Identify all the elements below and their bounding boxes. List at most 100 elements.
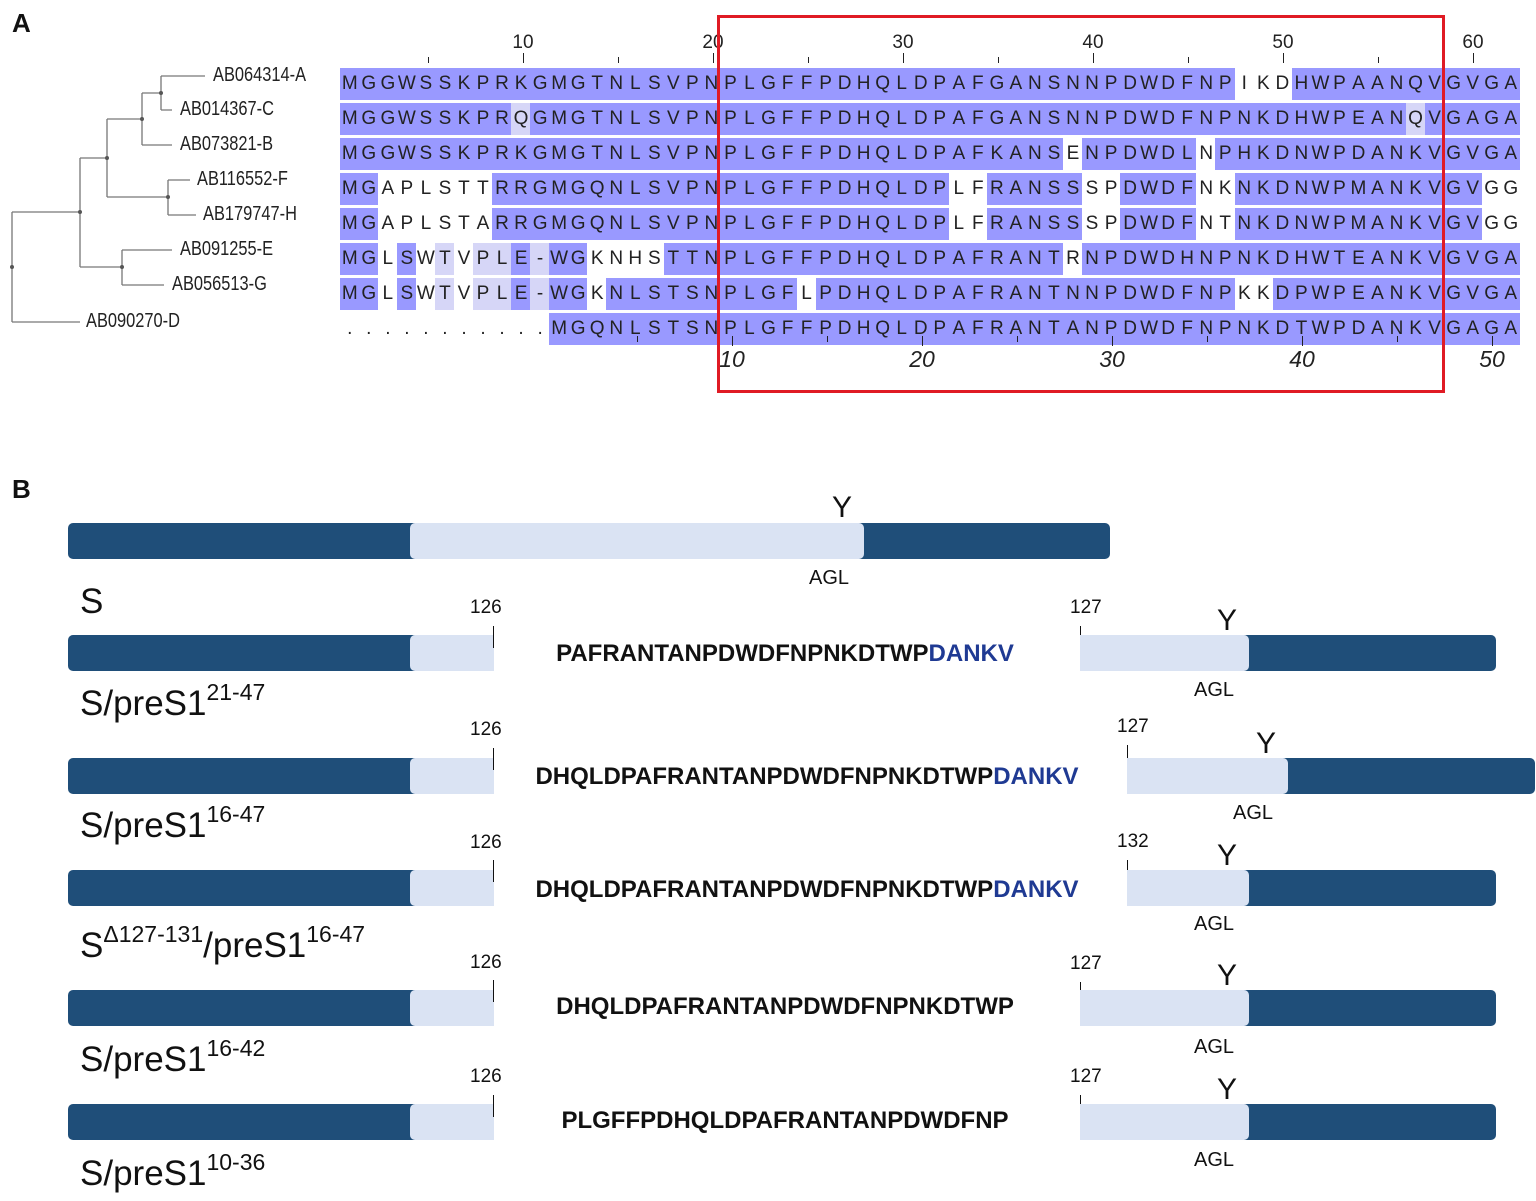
residue: G: [1443, 173, 1464, 205]
residue: G: [758, 278, 779, 310]
residue: L: [739, 68, 760, 100]
residue: S: [1082, 173, 1102, 205]
residue: K: [1405, 313, 1426, 345]
residue: Q: [872, 208, 893, 240]
residue: G: [1481, 243, 1502, 275]
residue: Q: [872, 243, 893, 275]
residue: P: [930, 243, 950, 275]
residue: G: [1443, 208, 1464, 240]
residue: N: [1196, 68, 1216, 100]
ruler-tick: [713, 53, 714, 63]
residue: P: [930, 278, 950, 310]
residue: D: [1158, 103, 1178, 135]
residue: N: [701, 278, 722, 310]
residue: T: [663, 278, 684, 310]
residue: .: [366, 318, 372, 339]
residue: D: [1348, 313, 1369, 345]
residue: Q: [872, 173, 893, 205]
residue: K: [511, 68, 531, 100]
residue: F: [968, 68, 988, 100]
taxon-label: AB064314-A: [213, 64, 307, 86]
residue: G: [378, 103, 398, 135]
residue: H: [853, 103, 874, 135]
residue: G: [758, 243, 779, 275]
residue: P: [930, 313, 950, 345]
residue: A: [473, 208, 493, 240]
residue: E: [511, 278, 531, 310]
residue: S: [435, 173, 455, 205]
antigenic-loop-left: [410, 758, 494, 794]
residue: D: [1272, 68, 1293, 100]
residue: L: [625, 138, 645, 170]
ruler-bottom-label: 40: [1289, 346, 1315, 372]
antigenic-loop-right: [1127, 870, 1249, 906]
residue: D: [834, 278, 855, 310]
residue: V: [663, 68, 684, 100]
residue: F: [1177, 278, 1197, 310]
tree-branch-d: [11, 211, 80, 323]
position-tick: [493, 860, 494, 882]
residue: N: [1025, 138, 1045, 170]
residue: N: [606, 68, 626, 100]
residue: S: [416, 68, 436, 100]
residue: D: [1272, 278, 1293, 310]
construct-label: S/preS116-47: [80, 801, 266, 845]
residue: A: [1006, 278, 1026, 310]
ruler-tick: [637, 336, 638, 342]
residue: F: [796, 243, 817, 275]
residue: P: [930, 68, 950, 100]
residue: W: [1139, 208, 1159, 240]
residue: D: [1158, 313, 1178, 345]
residue: D: [834, 313, 855, 345]
residue: F: [968, 138, 988, 170]
ruler-bottom-label: 30: [1099, 346, 1125, 372]
residue: G: [568, 173, 588, 205]
ruler-bottom-label: 20: [909, 346, 935, 372]
residue: L: [891, 313, 912, 345]
residue: G: [1443, 138, 1464, 170]
residue: S: [416, 138, 436, 170]
inserted-sequence: DHQLDPAFRANTANPDWDFNPNKDTWP: [556, 993, 1014, 1020]
residue: G: [758, 208, 779, 240]
residue: W: [397, 68, 417, 100]
antigenic-loop-segment: [410, 523, 864, 559]
residue: A: [1500, 243, 1521, 275]
residue: T: [1044, 313, 1064, 345]
residue: W: [1310, 313, 1331, 345]
residue: G: [530, 68, 550, 100]
residue: F: [1177, 68, 1197, 100]
residue: A: [1367, 138, 1388, 170]
residue: N: [1025, 243, 1045, 275]
construct-label: S/preS110-36: [80, 1149, 266, 1193]
glycosylation-site-icon: Y: [1216, 1073, 1238, 1106]
residue: V: [1462, 243, 1483, 275]
residue: H: [1291, 243, 1312, 275]
residue: G: [1481, 103, 1502, 135]
phylogenetic-tree: [10, 75, 205, 323]
residue: S: [1044, 68, 1064, 100]
residue: D: [910, 313, 931, 345]
residue: S: [435, 68, 455, 100]
ruler-bottom-label: 10: [719, 346, 745, 372]
residue: T: [1329, 243, 1350, 275]
residue: K: [587, 243, 607, 275]
residue: P: [815, 278, 836, 310]
residue: F: [777, 313, 798, 345]
residue: W: [549, 278, 569, 310]
residue: N: [1386, 278, 1407, 310]
antigenic-loop-left: [410, 990, 494, 1026]
residue: V: [1462, 278, 1483, 310]
residue: G: [568, 278, 588, 310]
residue: V: [454, 278, 474, 310]
residue: V: [1424, 173, 1445, 205]
residue: N: [1386, 103, 1407, 135]
residue: K: [1253, 313, 1274, 345]
residue: P: [815, 243, 836, 275]
residue: .: [537, 318, 543, 339]
inserted-sequence: PAFRANTANPDWDFNPNKDTWPDANKV: [556, 640, 1014, 667]
residue: G: [568, 138, 588, 170]
residue: N: [701, 208, 722, 240]
